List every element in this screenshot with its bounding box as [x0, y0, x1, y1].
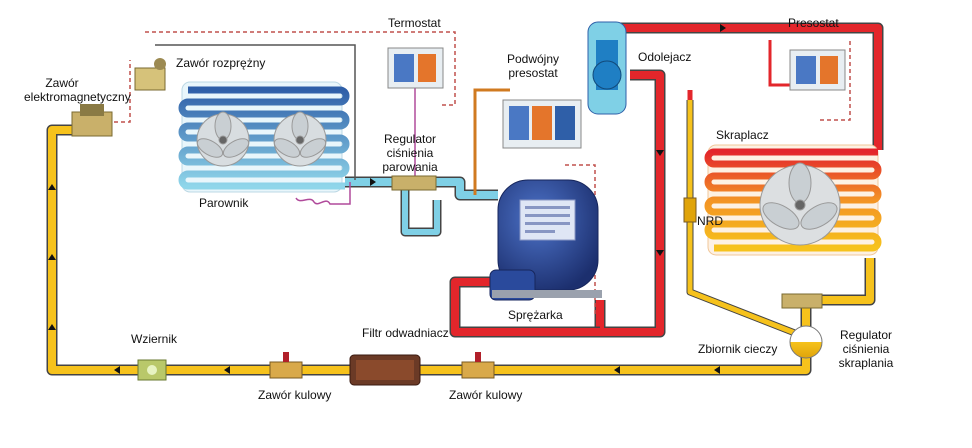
label-line: elektromagnetyczny: [24, 90, 131, 104]
ball-valve-icon: [461, 352, 495, 379]
label-zbiornik-cieczy: Zbiornik cieczy: [698, 342, 778, 356]
label-line: Regulator: [383, 132, 437, 146]
label-line: presostat: [508, 66, 558, 80]
label-zawor-rozprezny: Zawór rozprężny: [176, 56, 266, 70]
condensing-regulator-icon: [781, 293, 823, 309]
label-line: skraplania: [838, 356, 894, 370]
label-podwojny-presostat: Podwójny presostat: [500, 52, 566, 80]
label-zawor-elektromagnetyczny: Zawór elektromagnetyczny: [24, 76, 131, 104]
label-sprezarka: Sprężarka: [508, 308, 563, 322]
arrow-icon: [48, 184, 56, 190]
arrow-icon: [656, 150, 664, 156]
fan-icon: [759, 162, 841, 246]
label-zawor-kulowy-2: Zawór kulowy: [449, 388, 523, 402]
thermostat-icon: [387, 47, 444, 89]
sight-glass-icon: [137, 359, 167, 381]
arrow-icon: [720, 24, 726, 32]
arrow-icon: [48, 324, 56, 330]
arrow-icon: [224, 366, 230, 374]
control-lines: [100, 31, 851, 315]
label-regulator-parowania: Regulator ciśnienia parowania: [378, 132, 442, 174]
pressure-switch-icon: [789, 49, 846, 91]
arrow-icon: [114, 366, 120, 374]
label-line: Zawór: [45, 76, 79, 90]
arrow-icon: [614, 366, 620, 374]
label-parownik: Parownik: [199, 196, 249, 210]
arrow-icon: [714, 366, 720, 374]
label-regulator-skraplania: Regulator ciśnienia skraplania: [834, 328, 898, 370]
label-line: Regulator: [839, 328, 893, 342]
evaporating-regulator-icon: [391, 175, 437, 191]
arrow-icon: [48, 254, 56, 260]
label-zawor-kulowy-1: Zawór kulowy: [258, 388, 332, 402]
ball-valve-icon: [269, 352, 303, 379]
label-line: ciśnienia: [842, 342, 890, 356]
fan-icon: [273, 111, 327, 167]
arrow-icon: [370, 178, 376, 186]
label-presostat: Presostat: [788, 16, 839, 30]
discharge-line: [449, 22, 884, 338]
condenser: [704, 144, 882, 256]
label-filtr-odwadniacz: Filtr odwadniacz: [362, 326, 449, 340]
label-wziernik: Wziernik: [131, 332, 178, 346]
label-nrd: NRD: [697, 214, 723, 228]
dual-pressure-switch-icon: [502, 99, 582, 149]
nrd-valve-icon: [683, 197, 697, 223]
label-line: ciśnienia: [386, 146, 434, 160]
compressor-icon: [489, 179, 602, 301]
label-line: Podwójny: [506, 52, 560, 66]
label-line: parowania: [382, 160, 438, 174]
evaporator: [178, 81, 350, 193]
receiver-icon: [789, 325, 823, 359]
label-skraplacz: Skraplacz: [716, 128, 769, 142]
flow-arrows: [48, 24, 726, 374]
arrow-icon: [656, 250, 664, 256]
label-termostat: Termostat: [388, 16, 441, 30]
expansion-valve-icon: [134, 58, 166, 91]
solenoid-valve-icon: [71, 104, 113, 137]
fan-icon: [196, 111, 250, 167]
filter-drier-icon: [349, 354, 421, 386]
oil-separator-icon: [587, 21, 627, 115]
label-odolejacz: Odolejacz: [638, 50, 692, 64]
